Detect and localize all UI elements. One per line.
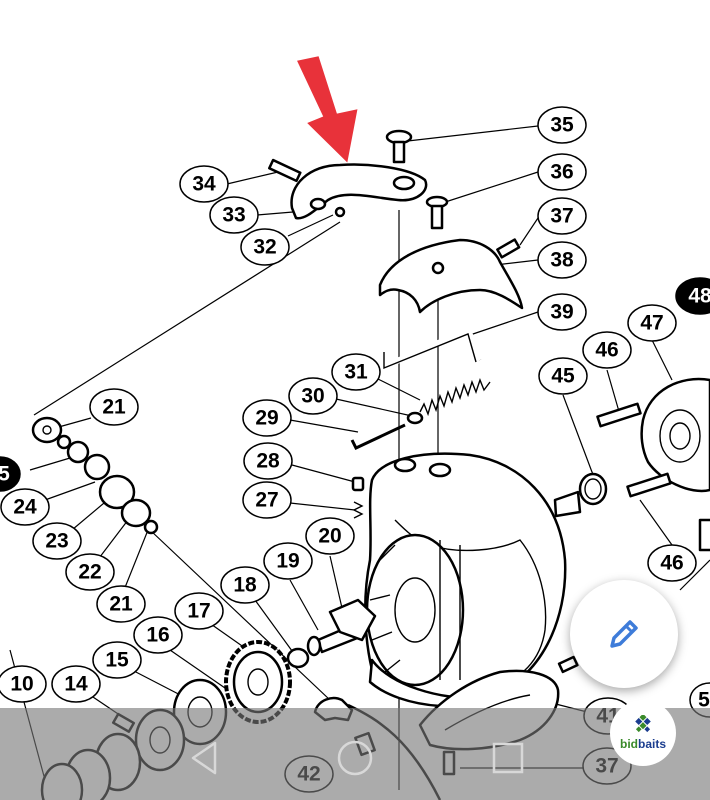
screw-37-top (496, 238, 521, 259)
cover-part-38 (378, 238, 524, 314)
reel-body-frame (364, 452, 582, 708)
bail-arm-part-33 (290, 163, 428, 220)
pinion-shaft-19-20 (286, 598, 377, 669)
svg-text:47: 47 (640, 312, 663, 335)
label-37-top: 37 (537, 197, 587, 235)
svg-text:14: 14 (64, 673, 88, 696)
label-24: 24 (0, 488, 50, 526)
edit-fab-button[interactable] (570, 580, 678, 688)
label-16: 16 (133, 616, 183, 654)
label-21-b: 21 (96, 585, 146, 623)
label-30: 30 (288, 377, 338, 415)
washers-21-24 (31, 416, 159, 535)
svg-text:46: 46 (660, 552, 683, 575)
screw-34 (268, 158, 302, 183)
svg-text:27: 27 (255, 489, 278, 512)
logo-mark-icon (635, 715, 651, 733)
screw-part-28 (351, 476, 365, 492)
label-47: 47 (627, 304, 677, 342)
system-navigation-bar (0, 708, 710, 800)
svg-text:24: 24 (13, 496, 37, 519)
svg-text:23: 23 (45, 530, 68, 553)
bidbaits-logo: bidbaits (610, 700, 676, 766)
screw-36 (425, 195, 449, 230)
recents-icon[interactable] (488, 738, 528, 778)
label-29: 29 (242, 399, 292, 437)
spring-part-30 (406, 377, 491, 425)
label-45: 45 (538, 357, 588, 395)
label-33: 33 (209, 196, 259, 234)
label-32: 32 (240, 228, 290, 266)
svg-text:20: 20 (318, 525, 341, 548)
label-22: 22 (65, 553, 115, 591)
svg-text:19: 19 (276, 550, 299, 573)
svg-text:35: 35 (550, 114, 574, 137)
svg-text:37: 37 (550, 205, 573, 228)
label-39: 39 (537, 293, 587, 331)
logo-text-part2: baits (637, 737, 666, 751)
label-35: 35 (537, 106, 587, 144)
label-23: 23 (32, 522, 82, 560)
home-icon[interactable] (335, 738, 375, 778)
label-27: 27 (242, 481, 292, 519)
screw-35 (385, 129, 413, 164)
svg-text:38: 38 (550, 249, 574, 272)
label-14: 14 (51, 665, 101, 703)
label-31: 31 (331, 353, 381, 391)
svg-text:29: 29 (255, 407, 278, 430)
svg-text:15: 15 (105, 649, 129, 672)
label-17: 17 (174, 592, 224, 630)
svg-text:32: 32 (253, 236, 276, 259)
svg-text:18: 18 (233, 574, 257, 597)
label-21-a: 21 (89, 388, 139, 426)
label-36: 36 (537, 153, 587, 191)
leader-lines (9, 125, 710, 790)
gear-part-17 (224, 640, 292, 724)
spring-part-27 (352, 501, 364, 519)
svg-text:16: 16 (146, 624, 169, 647)
label-18: 18 (220, 566, 270, 604)
svg-text:45: 45 (551, 365, 575, 388)
label-20: 20 (305, 517, 355, 555)
svg-text:21: 21 (102, 396, 126, 419)
svg-text:30: 30 (301, 385, 324, 408)
svg-text:22: 22 (78, 561, 101, 584)
svg-text:31: 31 (344, 361, 368, 384)
label-10: 10 (0, 665, 47, 703)
label-34: 34 (179, 165, 229, 203)
label-15: 15 (92, 641, 142, 679)
svg-text:5: 5 (698, 689, 710, 712)
label-48: 48 (675, 277, 710, 315)
svg-text:39: 39 (550, 301, 573, 324)
logo-text: bidbaits (620, 737, 666, 751)
svg-text:46: 46 (595, 339, 618, 362)
svg-text:48: 48 (688, 285, 710, 308)
svg-text:33: 33 (222, 204, 245, 227)
svg-text:10: 10 (10, 673, 33, 696)
pin-part-29 (350, 423, 406, 450)
svg-text:36: 36 (550, 161, 573, 184)
red-pointer-arrow-icon (297, 56, 358, 163)
svg-text:28: 28 (256, 450, 280, 473)
back-icon[interactable] (185, 738, 225, 778)
side-cover-45-48 (578, 377, 710, 552)
svg-text:17: 17 (187, 600, 210, 623)
label-46-bottom: 46 (647, 544, 697, 582)
label-38: 38 (537, 241, 587, 279)
part-labels: 35 36 37 38 39 34 33 32 31 30 29 28 27 2… (0, 106, 710, 793)
svg-text:34: 34 (192, 173, 216, 196)
logo-text-part1: bid (619, 737, 638, 751)
label-28: 28 (243, 442, 293, 480)
wire-part-39 (383, 326, 483, 370)
label-19: 19 (263, 542, 313, 580)
svg-text:5: 5 (0, 463, 10, 486)
pencil-icon (610, 620, 638, 648)
label-46-top: 46 (582, 331, 632, 369)
label-5-left: 5 (0, 456, 21, 492)
svg-text:21: 21 (109, 593, 133, 616)
